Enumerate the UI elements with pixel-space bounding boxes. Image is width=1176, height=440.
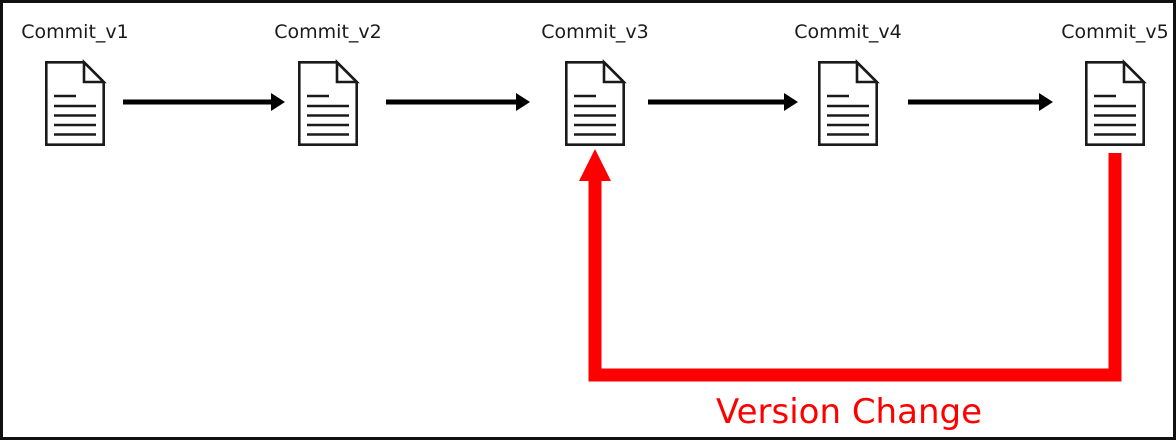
document-icon xyxy=(565,59,627,146)
commit-node-v2[interactable]: Commit_v2 xyxy=(274,21,382,146)
flow-arrow-v3-v4 xyxy=(648,93,798,111)
commit-flow-diagram: Commit_v1 Commit_v2 xyxy=(21,21,1169,432)
flow-arrow-v4-v5 xyxy=(908,93,1053,111)
flow-arrow-v2-v3 xyxy=(386,93,530,111)
commit-node-v3[interactable]: Commit_v3 xyxy=(541,21,649,146)
commit-node-v4[interactable]: Commit_v4 xyxy=(794,21,902,146)
commit-label-v5: Commit_v5 xyxy=(1061,21,1168,43)
document-icon xyxy=(45,59,107,146)
commit-node-v5[interactable]: Commit_v5 xyxy=(1061,21,1169,146)
document-icon xyxy=(1085,59,1147,146)
commit-label-v4: Commit_v4 xyxy=(794,21,901,43)
document-icon xyxy=(818,59,880,146)
version-change-arrow xyxy=(579,149,1122,382)
commit-node-v1[interactable]: Commit_v1 xyxy=(21,21,129,146)
commit-label-v1: Commit_v1 xyxy=(21,21,128,43)
commit-label-v2: Commit_v2 xyxy=(274,21,381,43)
version-change-label: Version Change xyxy=(716,392,982,432)
document-icon xyxy=(298,59,360,146)
commit-label-v3: Commit_v3 xyxy=(541,21,648,43)
flow-arrow-v1-v2 xyxy=(123,93,285,111)
